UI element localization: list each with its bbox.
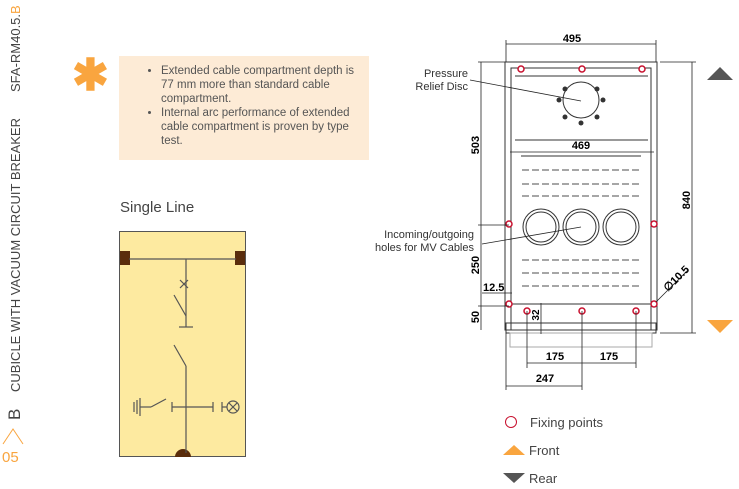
dim-base: 50 <box>470 311 482 323</box>
note-item: Extended cable compartment depth is 77 m… <box>161 64 369 106</box>
dim-edge: 12.5 <box>483 282 504 294</box>
legend-front: Front <box>503 443 559 458</box>
dim-pitch1: 175 <box>546 351 564 363</box>
legend-front-label: Front <box>529 443 560 458</box>
front-triangle-icon <box>503 445 525 455</box>
label-incoming: Incoming/outgoing <box>384 229 474 241</box>
fixing-points <box>505 65 658 315</box>
label-relief: Relief Disc <box>415 81 468 93</box>
chevron-up-icon <box>2 428 24 445</box>
note-box: Extended cable compartment depth is 77 m… <box>119 56 369 160</box>
sidebar: SFA-RM40.5.B CUBICLE WITH VACUUM CIRCUIT… <box>0 0 30 489</box>
label-holes: holes for MV Cables <box>375 242 475 254</box>
dim-height: 840 <box>681 191 693 209</box>
single-line-diagram <box>119 231 246 457</box>
dim-pitch2: 175 <box>600 351 618 363</box>
single-line-title: Single Line <box>120 199 195 216</box>
legend-rear-label: Rear <box>529 471 558 486</box>
label-pressure: Pressure <box>424 68 468 80</box>
dim-offset: 32 <box>531 309 542 321</box>
dim-diameter: ∅10.5 <box>662 264 692 294</box>
dim-upper: 503 <box>470 136 482 154</box>
legend-fixing: Fixing points <box>503 415 603 430</box>
rear-triangle-icon <box>503 473 525 483</box>
legend-rear: Rear <box>503 471 557 486</box>
note-item: Internal arc performance of extended cab… <box>161 106 369 148</box>
asterisk-icon: ✱ <box>72 51 109 100</box>
dim-half: 247 <box>536 373 554 385</box>
dim-inner: 469 <box>572 140 590 152</box>
rear-arrow-icon <box>707 67 733 80</box>
page-number: 05 <box>2 449 19 466</box>
dim-width: 495 <box>563 33 581 45</box>
dim-lower: 250 <box>470 256 482 274</box>
legend-fixing-label: Fixing points <box>530 415 603 430</box>
fixing-point-icon <box>505 416 517 428</box>
front-arrow-icon <box>707 320 733 333</box>
